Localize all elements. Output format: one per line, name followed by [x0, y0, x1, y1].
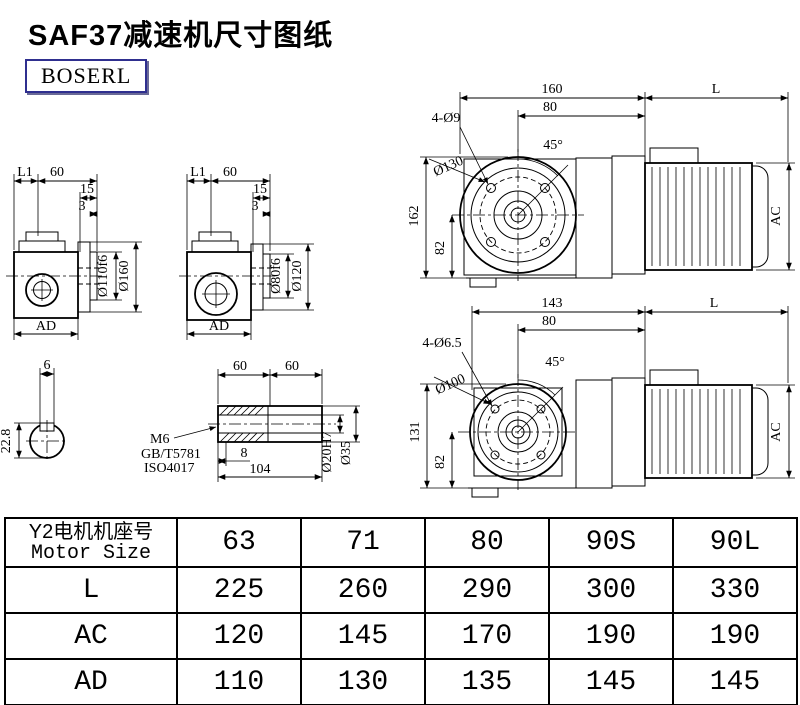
value-l-71: 260: [300, 566, 426, 614]
value-ad-71: 130: [300, 658, 426, 705]
shaft-detail: 60 60 M6 GB/T5781 ISO4017 8 104 Ø20H7: [141, 359, 360, 482]
dim-width: 160: [542, 82, 563, 97]
dim-flange-dia: Ø120: [290, 260, 305, 291]
shaft-cross-section: 6 22.8: [0, 358, 68, 462]
label-angle: 45°: [545, 355, 565, 370]
value-ac-90l: 190: [672, 612, 798, 660]
dim-82: 82: [433, 241, 448, 255]
row-label-ac: AC: [4, 612, 178, 660]
value-l-80: 290: [424, 566, 550, 614]
dim-shaft-dia: Ø110f6: [96, 255, 111, 297]
dim-ad: AD: [36, 319, 56, 334]
front-view-1: 160 L 80 4-Ø9 45° Ø130: [407, 82, 795, 288]
motor-size-label-cn: Y2电机机座号: [28, 520, 154, 543]
label-bolt-holes: 4-Ø6.5: [422, 336, 461, 351]
dim-l1: L1: [17, 165, 33, 180]
dim-104: 104: [250, 462, 271, 477]
dim-shaft-dia: Ø80f6: [269, 258, 284, 294]
value-ad-90s: 145: [548, 658, 674, 705]
row-label-ad: AD: [4, 658, 178, 705]
label-standard-2: ISO4017: [144, 461, 195, 476]
dim-width: 143: [542, 296, 563, 311]
value-l-90s: 300: [548, 566, 674, 614]
dim-ac: AC: [769, 206, 784, 225]
dim-3: 3: [252, 199, 259, 214]
dim-height: 131: [408, 422, 423, 443]
brand-logo: BOSERL: [25, 59, 148, 93]
value-ad-80: 135: [424, 658, 550, 705]
value-ac-71: 145: [300, 612, 426, 660]
label-standard-1: GB/T5781: [141, 447, 201, 462]
dim-shaft-dia: Ø35: [339, 441, 354, 465]
dim-8: 8: [241, 446, 248, 461]
motor-size-90l: 90L: [672, 517, 798, 568]
motor-size-80: 80: [424, 517, 550, 568]
table-row-ad: AD 110 130 135 145 145: [4, 658, 798, 705]
dim-l1: L1: [190, 165, 206, 180]
value-ad-90l: 145: [672, 658, 798, 705]
label-bolt-holes: 4-Ø9: [432, 111, 461, 126]
dim-len1: 60: [233, 359, 247, 374]
motor-size-71: 71: [300, 517, 426, 568]
table-header-row: Y2电机机座号 Motor Size 63 71 80 90S 90L: [4, 517, 798, 568]
front-view-2: 143 L 80 4-Ø6.5 45° Ø100: [408, 296, 795, 498]
label-angle: 45°: [543, 138, 563, 153]
value-l-63: 225: [176, 566, 302, 614]
value-ad-63: 110: [176, 658, 302, 705]
table-row-ac: AC 120 145 170 190 190: [4, 612, 798, 660]
dim-height: 162: [407, 206, 422, 227]
dim-82: 82: [433, 455, 448, 469]
value-l-90l: 330: [672, 566, 798, 614]
dim-flange-dia: Ø160: [117, 260, 132, 291]
dim-80: 80: [542, 314, 556, 329]
dim-60: 60: [223, 165, 237, 180]
dim-motor-length: L: [712, 82, 721, 97]
motor-size-90s: 90S: [548, 517, 674, 568]
technical-drawing: L1 60 15 3 Ø110f6 Ø160: [0, 82, 795, 498]
table-row-l: L 225 260 290 300 330: [4, 566, 798, 614]
dim-15: 15: [80, 182, 94, 197]
motor-size-label-en: Motor Size: [30, 541, 152, 565]
side-view-2: L1 60 15 3 Ø80f6 Ø120: [179, 165, 314, 340]
brand-logo-text: BOSERL: [41, 63, 132, 88]
page-title: SAF37减速机尺寸图纸: [28, 20, 334, 52]
dim-len2: 60: [285, 359, 299, 374]
row-label-l: L: [4, 566, 178, 614]
motor-size-header-cell: Y2电机机座号 Motor Size: [4, 517, 178, 568]
dim-15: 15: [253, 182, 267, 197]
dim-60: 60: [50, 165, 64, 180]
value-ac-63: 120: [176, 612, 302, 660]
dim-key-width: 6: [44, 358, 51, 373]
dim-3: 3: [79, 199, 86, 214]
value-ac-80: 170: [424, 612, 550, 660]
value-ac-90s: 190: [548, 612, 674, 660]
dim-80: 80: [543, 100, 557, 115]
dim-ac: AC: [769, 422, 784, 441]
dim-depth: 22.8: [0, 429, 14, 454]
label-thread: M6: [150, 432, 169, 447]
dimension-table: Y2电机机座号 Motor Size 63 71 80 90S 90L L 22…: [4, 517, 798, 705]
dim-bore-dia: Ø20H7: [320, 431, 335, 472]
motor-size-63: 63: [176, 517, 302, 568]
dim-ad: AD: [209, 319, 229, 334]
dim-motor-length: L: [710, 296, 719, 311]
side-view-1: L1 60 15 3 Ø110f6 Ø160: [6, 165, 142, 340]
